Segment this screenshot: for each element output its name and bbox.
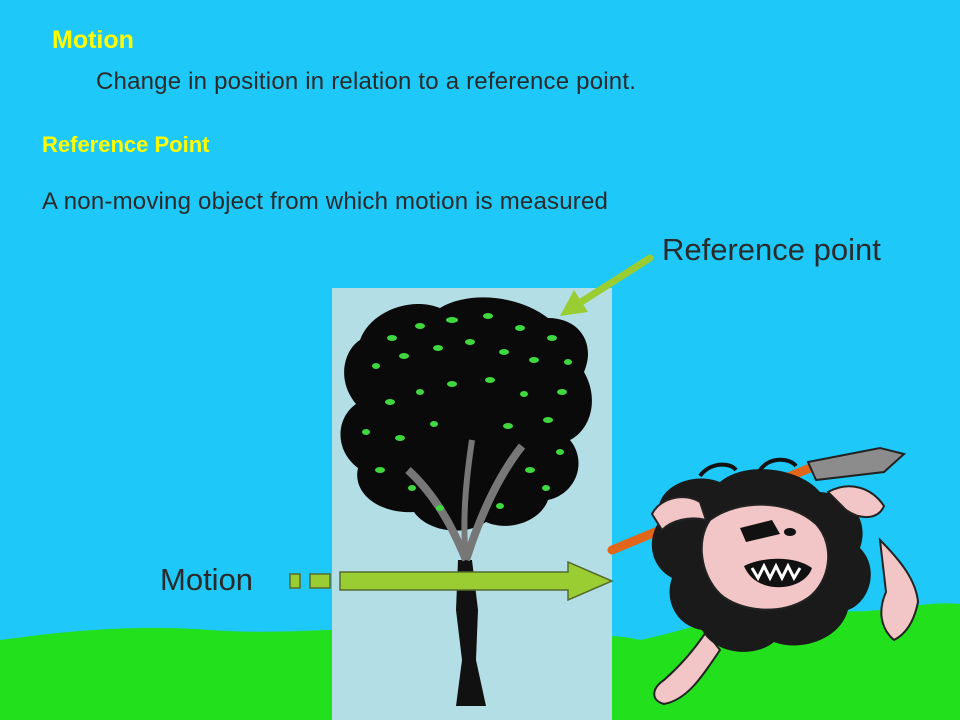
caveman-icon bbox=[607, 446, 920, 706]
motion-arrow-icon bbox=[289, 560, 614, 602]
reference-definition: A non-moving object from which motion is… bbox=[42, 188, 609, 215]
tree-icon bbox=[340, 297, 592, 706]
reference-arrow-icon bbox=[560, 254, 654, 316]
reference-point-label: Reference point bbox=[662, 232, 881, 267]
reference-heading: Reference Point bbox=[42, 132, 210, 157]
motion-heading: Motion bbox=[52, 26, 134, 54]
motion-definition: Change in position in relation to a refe… bbox=[96, 68, 637, 95]
motion-label: Motion bbox=[160, 562, 254, 597]
